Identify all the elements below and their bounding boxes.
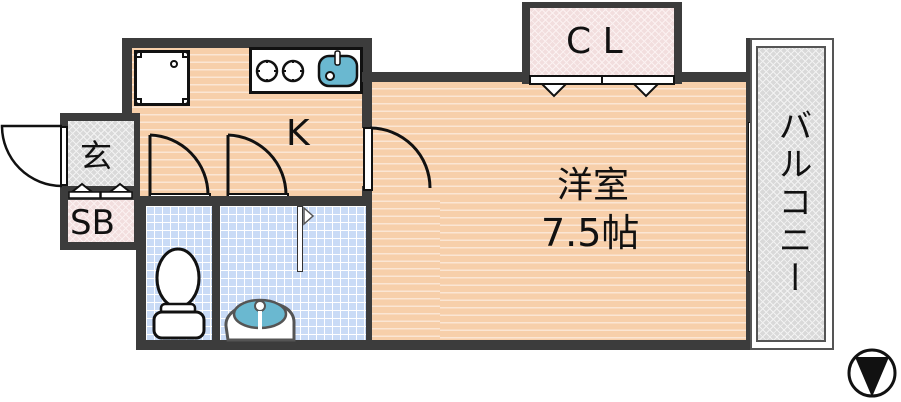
balcony-label: バルコニー <box>772 108 812 298</box>
front-door-frame <box>60 126 68 186</box>
outer-wall-left <box>122 38 132 118</box>
compass-north-icon <box>847 348 897 398</box>
fridge-corner <box>182 98 190 106</box>
outer-wall-kitchen-top <box>122 38 372 48</box>
wash-basin-icon <box>224 298 296 342</box>
closet-label: C L <box>566 21 623 62</box>
fridge-corner <box>182 50 190 58</box>
closet-door-arrows <box>529 75 675 98</box>
room-bottom-wall <box>440 340 752 350</box>
refrigerator <box>134 50 190 106</box>
shoebox-floor <box>68 200 134 242</box>
entrance-floor <box>68 121 134 186</box>
entrance-label: 玄 <box>80 137 113 175</box>
kitchen-label: K <box>286 113 310 154</box>
kitchen-right-wall <box>362 38 372 128</box>
stove-burners-icon <box>255 59 305 83</box>
balcony-floor <box>756 46 826 342</box>
toilet-door-swing <box>148 133 211 203</box>
fridge-knob <box>170 60 178 68</box>
kitchen-sink-icon <box>317 50 359 88</box>
closet-floor <box>530 8 674 76</box>
shoebox-door-arrows <box>68 182 133 199</box>
door-arrow-icon <box>303 206 315 226</box>
fridge-corner <box>134 50 142 58</box>
western-room-label: 洋室 <box>557 165 630 206</box>
fridge-corner <box>134 98 142 106</box>
kitchen-right-wall-lower <box>362 186 372 200</box>
washroom-door-swing <box>226 133 289 203</box>
sliding-door-track <box>297 206 303 272</box>
shoebox-label: SB <box>70 203 115 243</box>
room-door-swing <box>363 126 432 191</box>
room-lower-floor <box>440 196 746 340</box>
front-door-swing <box>0 124 63 188</box>
toilet-icon <box>152 247 206 340</box>
western-room-size: 7.5帖 <box>541 211 640 255</box>
